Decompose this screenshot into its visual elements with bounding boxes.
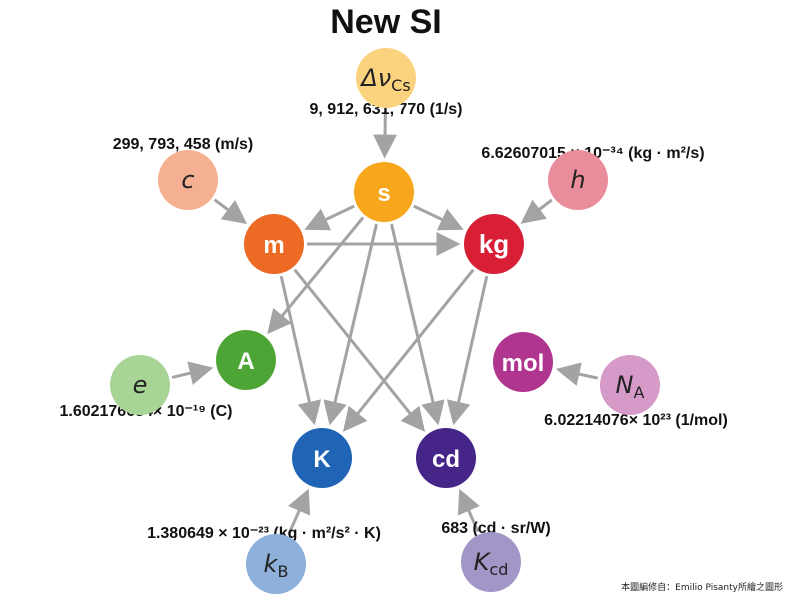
- arrow-s-to-k: [323, 223, 378, 426]
- constant-symbol-main: k: [264, 550, 279, 578]
- constant-symbol-main: c: [181, 166, 194, 194]
- value-delta-nu-cs: 9, 912, 631, 770 (1/s): [310, 101, 463, 118]
- constant-circle: [158, 150, 218, 210]
- arrow-h-to-kg: [520, 198, 553, 224]
- value-planck-constant: 6.62607015 × 10⁻³⁴ (kg · m²/s): [481, 145, 704, 162]
- arrow-m-to-k: [279, 275, 322, 426]
- constant-node-kcd: Kcd: [461, 532, 521, 592]
- constant-symbol: NA: [616, 371, 645, 402]
- constant-circle: [356, 48, 416, 108]
- unit-circle: [216, 330, 276, 390]
- arrow-s-to-kg: [413, 204, 464, 231]
- arrow-kb-to-k: [287, 488, 311, 535]
- page-title: New SI: [330, 3, 441, 41]
- constant-circle: [600, 355, 660, 415]
- arrows: [171, 110, 599, 535]
- arrow-dnu-to-s: [373, 110, 398, 159]
- arrow-na-to-mol: [555, 362, 599, 386]
- unit-circle: [416, 428, 476, 488]
- unit-circle: [292, 428, 352, 488]
- unit-circle: [354, 162, 414, 222]
- unit-label: mol: [502, 350, 545, 377]
- constant-symbol: Kcd: [474, 548, 509, 579]
- arrow-e-to-a: [171, 361, 214, 385]
- constant-subscript: Cs: [391, 76, 411, 95]
- value-avogadro-constant: 6.02214076× 10²³ (1/mol): [544, 412, 728, 429]
- arrow-m-to-cd: [293, 268, 426, 432]
- arrow-s-to-m: [304, 204, 355, 231]
- constant-symbol: ΔνCs: [359, 64, 410, 95]
- value-luminous-efficacy: 683 (cd · sr/W): [441, 520, 550, 537]
- constant-node-c: c: [158, 150, 218, 210]
- constant-circle: [461, 532, 521, 592]
- unit-node-k: K: [292, 428, 352, 488]
- unit-label: cd: [432, 446, 460, 473]
- constant-node-dnu: ΔνCs: [356, 48, 416, 108]
- unit-label: A: [237, 348, 254, 375]
- constant-circle: [548, 150, 608, 210]
- constant-symbol: c: [181, 166, 194, 194]
- arrow-s-to-a: [267, 216, 365, 335]
- unit-node-mol: mol: [493, 332, 553, 392]
- unit-node-m: m: [244, 214, 304, 274]
- unit-label: m: [263, 232, 284, 259]
- unit-node-s: s: [354, 162, 414, 222]
- constant-subscript: cd: [489, 560, 508, 579]
- unit-circle: [464, 214, 524, 274]
- value-speed-of-light: 299, 793, 458 (m/s): [113, 136, 254, 153]
- constant-subscript: B: [277, 562, 288, 581]
- constant-circle: [246, 534, 306, 594]
- unit-node-cd: cd: [416, 428, 476, 488]
- unit-node-kg: kg: [464, 214, 524, 274]
- constant-symbol-main: K: [474, 548, 492, 576]
- arrow-c-to-m: [213, 198, 248, 224]
- unit-circle: [493, 332, 553, 392]
- image-credit: 本圖編修自：Emilio Pisanty所繪之圖形: [621, 581, 783, 593]
- arrow-kg-to-k: [342, 268, 475, 432]
- constant-symbol-main: e: [133, 371, 148, 399]
- constant-circle: [110, 355, 170, 415]
- value-boltzmann-constant: 1.380649 × 10⁻²³ (kg · m²/s² · K): [147, 525, 381, 542]
- unit-label: s: [377, 180, 390, 207]
- constant-symbol-main: Δν: [359, 64, 391, 92]
- constant-symbol: kB: [264, 550, 289, 581]
- unit-node-a: A: [216, 330, 276, 390]
- constant-node-na: NA: [600, 355, 660, 415]
- unit-label: K: [313, 446, 331, 473]
- constant-symbol-main: h: [570, 166, 585, 194]
- unit-circle: [244, 214, 304, 274]
- unit-label: kg: [479, 229, 509, 259]
- constant-node-h: h: [548, 150, 608, 210]
- arrow-kcd-to-cd: [457, 488, 480, 533]
- constant-symbol: h: [570, 166, 585, 194]
- constant-subscript: A: [634, 383, 645, 402]
- arrow-kg-to-cd: [446, 275, 489, 426]
- constant-node-kb: kB: [246, 534, 306, 594]
- constant-symbol: e: [133, 371, 148, 399]
- constant-symbol-main: N: [616, 371, 634, 399]
- constant-node-e: e: [110, 355, 170, 415]
- arrow-s-to-cd: [390, 223, 445, 426]
